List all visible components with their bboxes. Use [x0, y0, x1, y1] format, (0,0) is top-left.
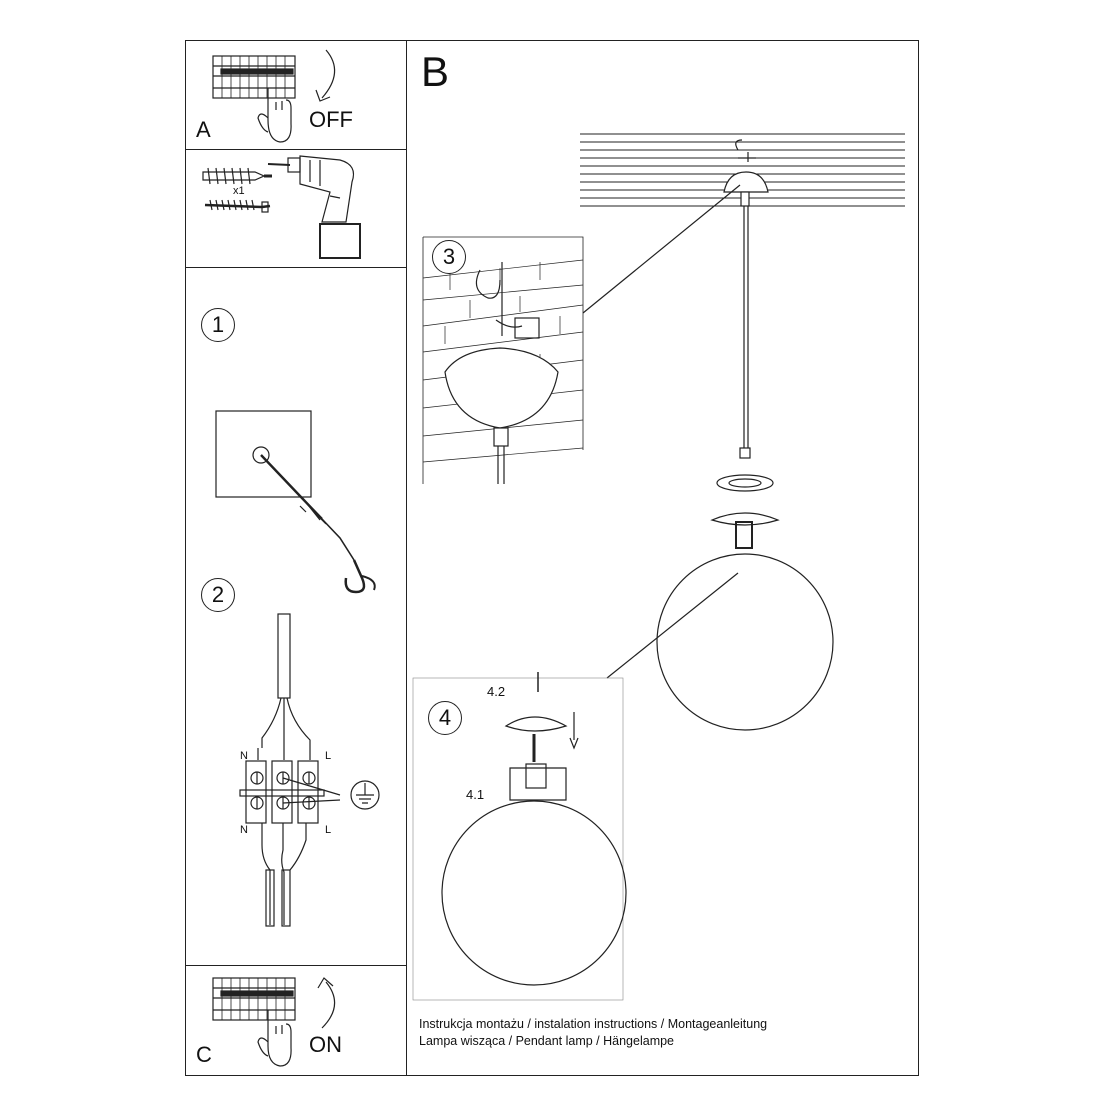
panel-b-letter: B: [421, 48, 450, 95]
caption-line-1: Instrukcja montażu / instalation instruc…: [419, 1017, 768, 1031]
pendant-cable: [739, 206, 751, 459]
ceiling-lines: [580, 133, 905, 207]
lamp-cable-out: [261, 823, 307, 927]
panel-c-letter: C: [196, 1042, 212, 1067]
step-3-badge: 3: [432, 240, 466, 274]
breaker-panel-icon: [212, 977, 296, 1021]
panel-a-divider: [185, 149, 407, 150]
ceiling-mount-diagram: [215, 410, 355, 561]
panel-a-action: OFF: [309, 107, 353, 132]
caption-line-2: Lampa wisząca / Pendant lamp / Hängelamp…: [419, 1034, 675, 1048]
terminal-block-icon: [239, 760, 341, 824]
detail-4-box: [412, 672, 627, 1001]
shade-holder-ring: [710, 474, 780, 549]
panel-c-divider: [185, 965, 407, 966]
wire-label-n-bottom: N: [240, 824, 248, 836]
cable-diagram: [257, 613, 311, 760]
step-4-1-label: 4.1: [466, 787, 485, 802]
plug-quantity: x1: [233, 185, 245, 197]
detail-3-box: [422, 236, 584, 484]
globe-shade-icon: [656, 553, 834, 731]
screw-icon: [204, 199, 271, 213]
wire-label-l-top: L: [325, 750, 332, 762]
leader-line-4: [606, 572, 739, 679]
step-4-badge: 4: [428, 701, 462, 735]
wire-label-n-top: N: [240, 750, 248, 762]
panel-a-letter: A: [196, 117, 211, 142]
instruction-sheet-frame: [185, 40, 919, 1076]
step-2-badge: 2: [201, 578, 235, 612]
breaker-panel-icon: [212, 55, 296, 99]
panel-c-action: ON: [309, 1032, 342, 1057]
ground-symbol-icon: [350, 780, 380, 810]
panel-tools-divider: [185, 267, 407, 268]
drill-icon: [267, 155, 361, 259]
step-4-2-label: 4.2: [487, 684, 506, 699]
hook-icon: [344, 559, 376, 594]
leader-line-3: [582, 184, 741, 314]
column-divider: [406, 40, 407, 1076]
wire-label-l-bottom: L: [325, 824, 332, 836]
hand-icon: [257, 88, 292, 143]
ceiling-canopy-icon: [723, 139, 769, 207]
curved-arrow-icon: [317, 977, 336, 1029]
hand-icon: [257, 1010, 292, 1067]
step-1-badge: 1: [201, 308, 235, 342]
wall-plug-icon: [202, 167, 272, 185]
curved-arrow-icon: [315, 49, 336, 102]
